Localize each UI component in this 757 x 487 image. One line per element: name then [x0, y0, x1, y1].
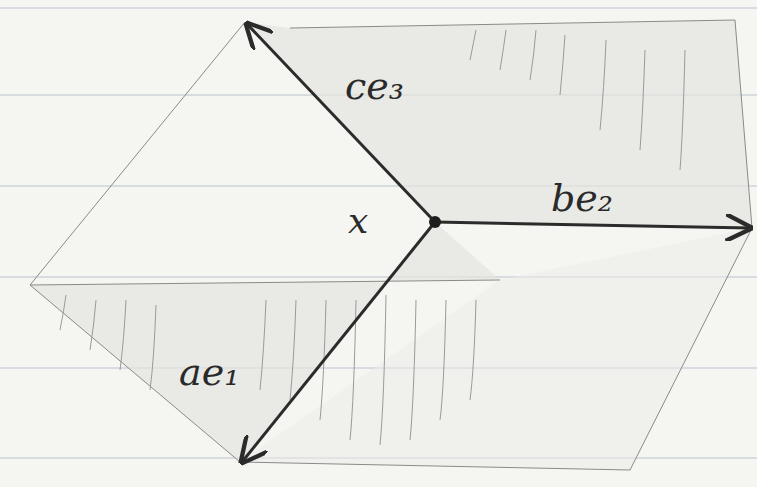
ruled-line [0, 7, 757, 8]
edge-line [290, 20, 752, 228]
edge-line [30, 22, 245, 462]
vector-label: ae₁ [176, 352, 242, 392]
vector-label: be₂ [548, 178, 616, 218]
vector-arrow [435, 222, 750, 228]
vector-label: ce₃ [342, 66, 407, 106]
shaded-face [245, 20, 752, 228]
edge-line [30, 280, 500, 285]
edge-line [240, 228, 752, 470]
point-label: x [345, 202, 371, 240]
hatch-strokes [60, 295, 476, 445]
vectors [242, 24, 750, 462]
vector-arrow [242, 222, 435, 462]
outline-edges [30, 20, 752, 470]
vector-arrow [247, 24, 435, 222]
point-dot [429, 216, 441, 228]
hatching [60, 30, 685, 445]
shaded-face [240, 228, 752, 470]
hatch-strokes [470, 30, 685, 170]
